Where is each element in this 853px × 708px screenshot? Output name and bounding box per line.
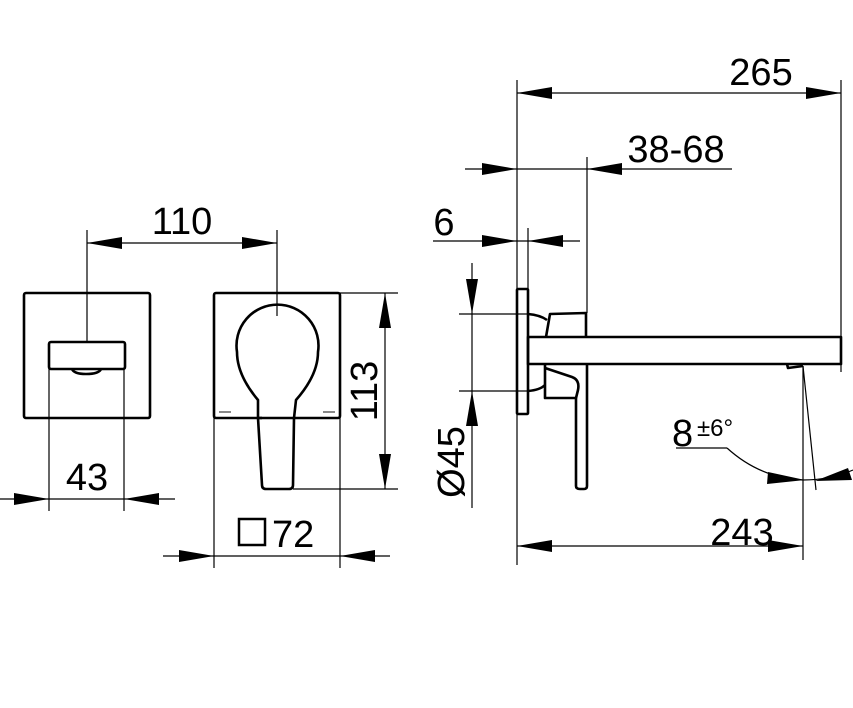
extension-lines: [516, 80, 842, 565]
side-view: [515, 287, 843, 491]
dimension-label: Ø45: [431, 426, 473, 498]
dimension-label: 110: [152, 201, 213, 243]
spout-side: [526, 335, 843, 366]
dimension-label: 113: [344, 361, 386, 422]
dimension-38-68: 38-68: [465, 129, 732, 175]
spout-outline: [47, 340, 127, 371]
dimension-label: 6: [433, 202, 454, 244]
angle-base-label: 8: [672, 413, 693, 455]
cover-plate-side: [515, 287, 530, 416]
dimension-43: 43: [0, 369, 175, 511]
aerator-outline: [70, 368, 103, 376]
dimension-113: 113: [293, 292, 398, 490]
aerator-side: [785, 363, 804, 370]
dimension-243: 243: [517, 512, 803, 554]
handle-top-side: [544, 311, 588, 338]
dimension-label: 243: [710, 512, 773, 554]
square-symbol-icon: [237, 517, 267, 547]
dimension-label: 38-68: [627, 129, 724, 171]
dimension-label: 72: [272, 514, 314, 556]
dimension-angle: 8 ±6°: [672, 413, 853, 484]
dimension-265: 265: [517, 52, 841, 99]
dimension-diameter-45: Ø45: [431, 263, 528, 508]
handle-front-view: [212, 291, 342, 491]
dimension-label: 43: [66, 457, 108, 499]
lever-handle-outline: [235, 303, 320, 491]
dimension-label: 265: [729, 52, 792, 94]
dimension-72: 72: [163, 418, 390, 568]
cover-plate-outline: [212, 291, 342, 420]
dimension-6: 6: [433, 202, 580, 247]
angle-tolerance-label: ±6°: [697, 415, 733, 442]
dimension-110: 110: [86, 201, 278, 342]
lever-side: [543, 364, 589, 491]
